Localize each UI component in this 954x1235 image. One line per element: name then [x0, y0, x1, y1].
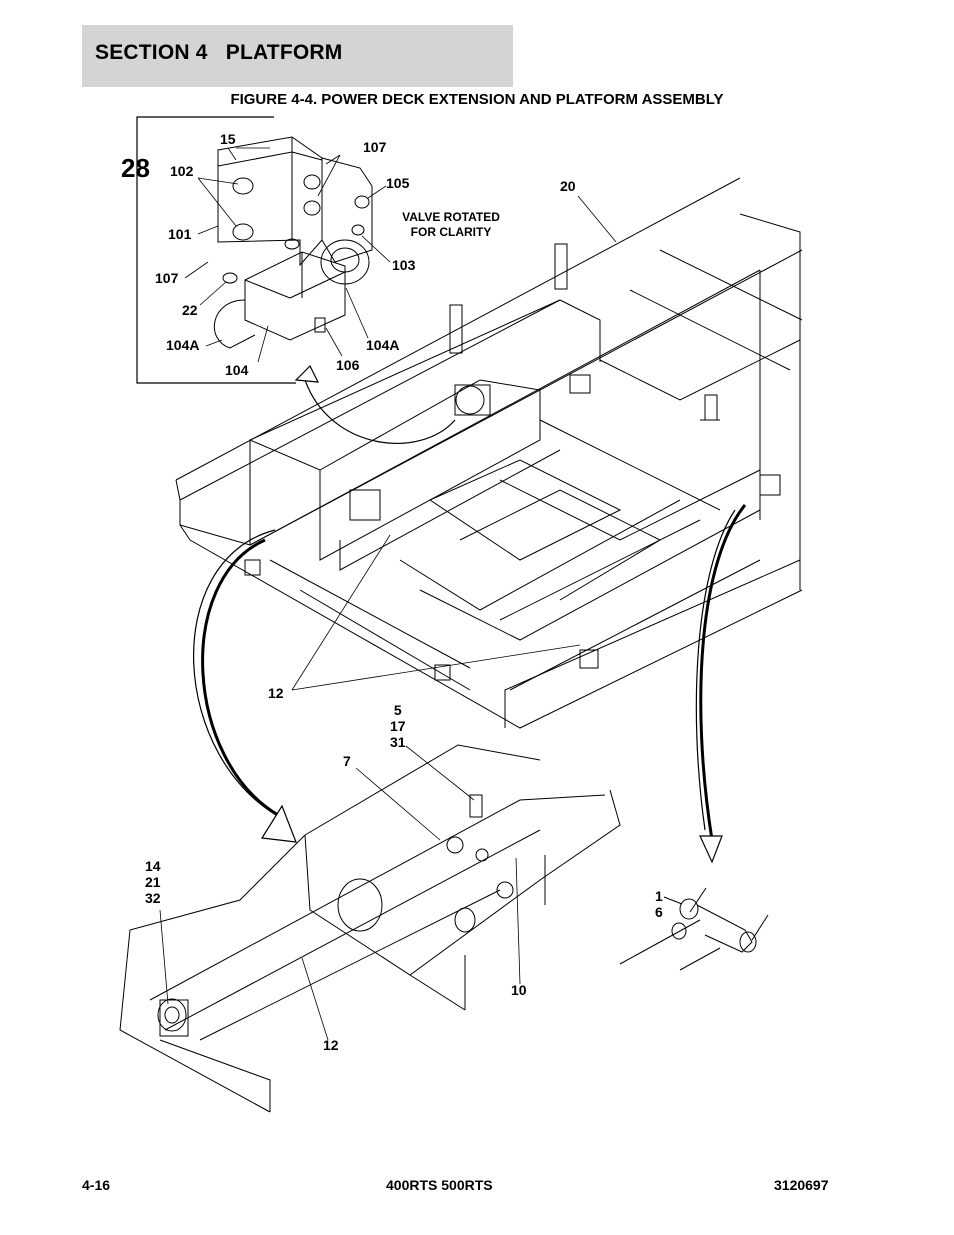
frame-leaders — [291, 195, 617, 691]
callout-15: 15 — [220, 131, 236, 147]
callout-105: 105 — [386, 175, 410, 191]
platform-frame — [175, 177, 803, 729]
valve-block — [214, 136, 373, 349]
model-names: 400RTS 500RTS — [386, 1177, 493, 1193]
callout-104a-right: 104A — [366, 337, 400, 353]
callout-101: 101 — [168, 226, 192, 242]
callout-102: 102 — [170, 163, 194, 179]
figure-title: FIGURE 4-4. POWER DECK EXTENSION AND PLA… — [230, 91, 724, 108]
callout-106: 106 — [336, 357, 360, 373]
callout-12-bottom: 12 — [323, 1037, 339, 1053]
detail-bracket — [136, 116, 296, 384]
callout-7: 7 — [343, 753, 351, 769]
section-header-box — [82, 25, 513, 87]
callout-107-top: 107 — [363, 139, 387, 155]
page-number: 4-16 — [82, 1177, 111, 1193]
callout-104: 104 — [225, 362, 249, 378]
rail-detail — [119, 744, 621, 1113]
valve-note: VALVE ROTATED FOR CLARITY — [402, 210, 500, 239]
callout-10: 10 — [511, 982, 527, 998]
callout-20: 20 — [560, 178, 576, 194]
callout-12-top: 12 — [268, 685, 284, 701]
callout-107-bottom: 107 — [155, 270, 179, 286]
callout-14-21-32: 14 21 32 — [145, 858, 161, 906]
callout-5-17-31: 5 17 31 — [390, 702, 406, 750]
callout-103: 103 — [392, 257, 416, 273]
detail-number: 28 — [121, 153, 150, 183]
detail-arrows — [193, 364, 747, 864]
callout-104a-left: 104A — [166, 337, 200, 353]
rail-leaders — [159, 745, 521, 1041]
section-title: SECTION 4 PLATFORM — [95, 41, 343, 64]
callout-1-6: 1 6 — [655, 888, 663, 920]
manual-number: 3120697 — [774, 1177, 829, 1193]
inset-leaders — [184, 147, 391, 363]
callout-22: 22 — [182, 302, 198, 318]
pin-detail — [619, 887, 769, 971]
